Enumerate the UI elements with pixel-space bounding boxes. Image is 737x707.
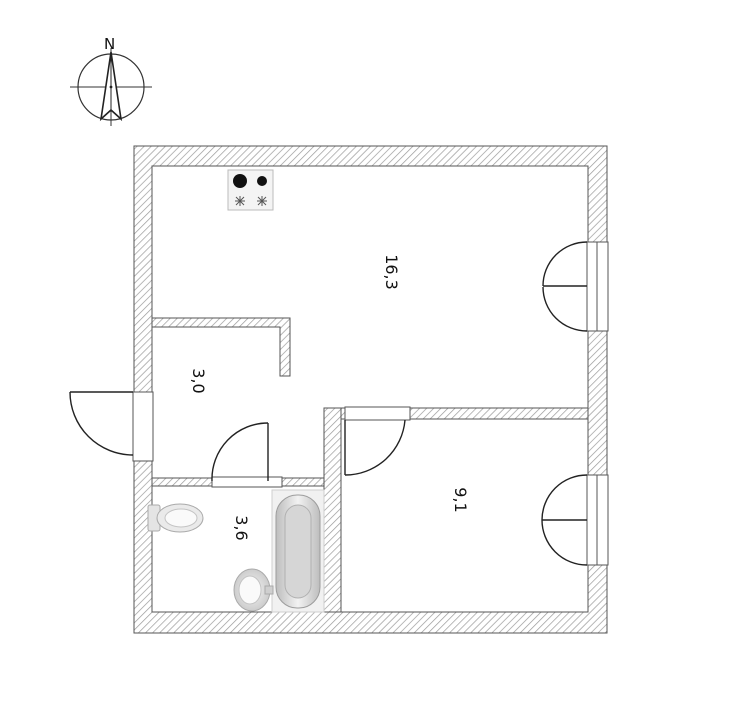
bathroom-door-opening xyxy=(211,476,283,488)
bathroom-area-label: 3,6 xyxy=(232,515,251,540)
hallway-area-label: 3,0 xyxy=(189,368,208,393)
bedroom-door-opening xyxy=(344,406,411,421)
bathroom-door xyxy=(211,422,269,482)
partition-wall-kitchen xyxy=(151,317,291,377)
openings xyxy=(132,241,609,566)
bathtub-icon xyxy=(271,489,325,613)
north-label: N xyxy=(104,35,115,53)
entrance-door-opening xyxy=(132,391,154,462)
entrance-door xyxy=(69,391,134,456)
compass-icon: N xyxy=(70,35,152,126)
outer-wall xyxy=(133,145,608,634)
toilet-icon xyxy=(147,503,204,533)
bedroom-area-label: 9,1 xyxy=(451,487,470,512)
door-swings xyxy=(69,241,588,566)
stove-icon xyxy=(227,169,274,211)
bedroom-door xyxy=(344,419,406,476)
sink-icon xyxy=(233,568,274,612)
partition-wall-bedroom-left xyxy=(323,407,342,613)
kitchen-area-label: 16,3 xyxy=(382,254,401,290)
kitchen-window-sashes xyxy=(542,241,588,332)
bedroom-window-sashes xyxy=(541,474,588,566)
